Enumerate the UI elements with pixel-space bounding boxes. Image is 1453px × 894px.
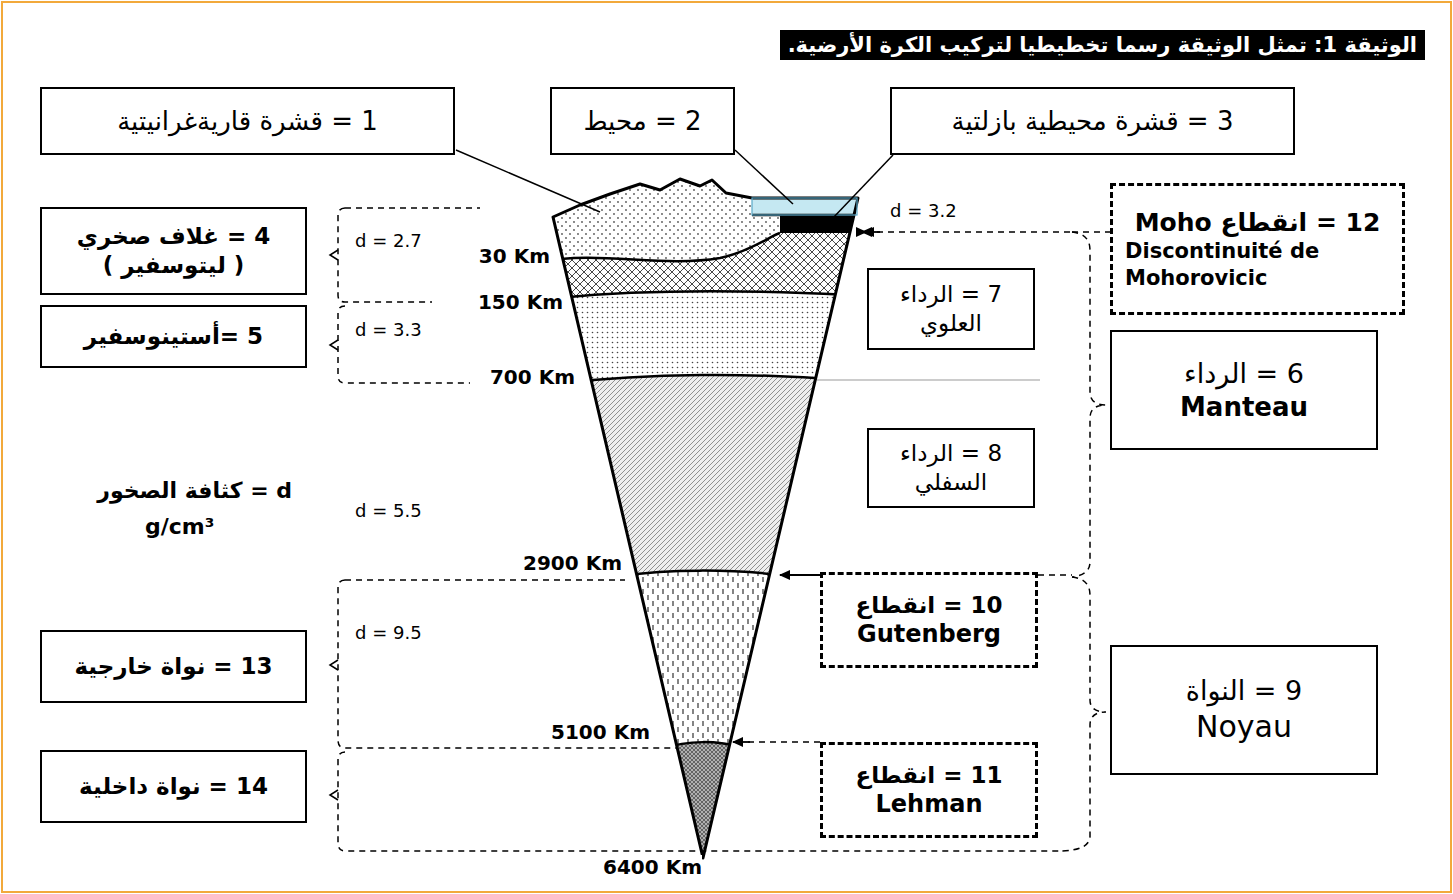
depth-label: 30 Km xyxy=(479,244,550,268)
density-label: d = 3.3 xyxy=(355,319,422,341)
illustration-part xyxy=(330,790,338,800)
cone-outline xyxy=(553,179,858,858)
layer-name: 4 = غلاف صخري ( ليتوسفير ) xyxy=(74,222,274,280)
layer-label-box: 14 = نواة داخلية xyxy=(40,750,307,823)
illustration-part xyxy=(330,660,338,670)
illustration-part xyxy=(330,250,338,260)
layer-label-box: 2 = محيط xyxy=(550,87,735,155)
layer-label-box: 1 = قشرة قاريةغرانيتية xyxy=(40,87,455,155)
illustration-part xyxy=(862,231,880,233)
illustration-part xyxy=(338,208,432,302)
layer-name: 11 = انقطاع xyxy=(855,761,1002,790)
illustration-part xyxy=(338,580,678,748)
bracket-tips xyxy=(330,250,338,800)
layer-label-box: 6 = الرداءManteau xyxy=(1110,330,1378,450)
layer-name-latin: Gutenberg xyxy=(857,619,1001,649)
leader-lines xyxy=(456,150,893,219)
density-label: g/cm³ xyxy=(145,514,214,540)
layer-name-latin: Lehman xyxy=(876,789,983,819)
discontinuity-box: 10 = انقطاعGutenberg xyxy=(820,572,1038,668)
layer-name: 8 = الرداء السفلي xyxy=(889,439,1014,497)
illustration-part xyxy=(540,233,780,262)
layer-name: 1 = قشرة قاريةغرانيتية xyxy=(117,105,378,138)
layer-label-box: 9 = النواةNoyau xyxy=(1110,645,1378,775)
layer-name-latin: Discontinuité de Mohorovicic xyxy=(1125,238,1390,291)
illustration-part xyxy=(338,306,470,383)
depth-label: 700 Km xyxy=(490,365,575,389)
layer-name: 10 = انقطاع xyxy=(855,591,1002,620)
illustration-part xyxy=(780,215,870,233)
layer-label-box: 4 = غلاف صخري ( ليتوسفير ) xyxy=(40,207,307,295)
illustration-part xyxy=(540,291,870,300)
layer-name: 6 = الرداء xyxy=(1184,357,1304,391)
depth-label: 2900 Km xyxy=(523,551,622,575)
illustration-part xyxy=(345,579,625,581)
discontinuity-box: 12 = انقطاع MohoDiscontinuité de Mohorov… xyxy=(1110,183,1405,315)
layer-name: 3 = قشرة محيطية بازلتية xyxy=(952,105,1234,138)
illustration-part xyxy=(456,150,600,212)
depth-label: 150 Km xyxy=(478,290,563,314)
depth-label: 6400 Km xyxy=(603,855,702,879)
depth-line xyxy=(817,380,1040,381)
layer-name: 7 = الرداء العلوي xyxy=(889,280,1014,338)
layer-label-box: 13 = نواة خارجية xyxy=(40,630,307,703)
density-label: d = 3.2 xyxy=(890,200,957,222)
layer-label-box: 8 = الرداء السفلي xyxy=(867,428,1035,508)
illustration-part xyxy=(1038,574,1072,576)
layer-label-box: 7 = الرداء العلوي xyxy=(867,268,1035,350)
layer-label-box: 5 =أستينوسفير xyxy=(40,305,307,368)
illustration-part xyxy=(780,574,820,576)
illustration-part xyxy=(832,155,893,219)
layer-name-latin: Noyau xyxy=(1196,708,1292,746)
illustration-part xyxy=(864,231,1105,233)
illustration-part xyxy=(735,150,793,204)
density-label: d = 5.5 xyxy=(355,500,422,522)
density-label: d = كثافة الصخور xyxy=(97,478,292,504)
layer-name: 13 = نواة خارجية xyxy=(74,652,272,681)
layer-name-latin: Manteau xyxy=(1180,391,1308,424)
layer-name: 5 =أستينوسفير xyxy=(84,322,263,351)
density-label: d = 2.7 xyxy=(355,230,422,252)
document-title: الوثيقة 1: تمثل الوثيقة رسما تخطيطيا لتر… xyxy=(780,30,1425,60)
density-label: d = 9.5 xyxy=(355,622,422,644)
illustration-part xyxy=(733,741,750,743)
layer-name: 14 = نواة داخلية xyxy=(79,772,268,801)
illustration-part xyxy=(752,198,857,215)
layer-name: 2 = محيط xyxy=(583,105,701,138)
illustration-part xyxy=(345,207,480,209)
illustration-part xyxy=(330,340,338,350)
discontinuity-box: 11 = انقطاعLehman xyxy=(820,742,1038,838)
brackets xyxy=(338,208,1110,851)
illustration-part xyxy=(866,231,1072,233)
illustration-part xyxy=(1072,232,1106,577)
depth-label: 5100 Km xyxy=(551,720,650,744)
arrows xyxy=(733,232,1105,742)
layer-name: 9 = النواة xyxy=(1186,674,1302,708)
layer-name: 12 = انقطاع Moho xyxy=(1135,207,1381,238)
illustration-part xyxy=(738,741,820,743)
layer-label-box: 3 = قشرة محيطية بازلتية xyxy=(890,87,1295,155)
illustration-part xyxy=(540,215,870,749)
illustration-part xyxy=(1062,577,1106,851)
illustration-part xyxy=(660,742,745,749)
